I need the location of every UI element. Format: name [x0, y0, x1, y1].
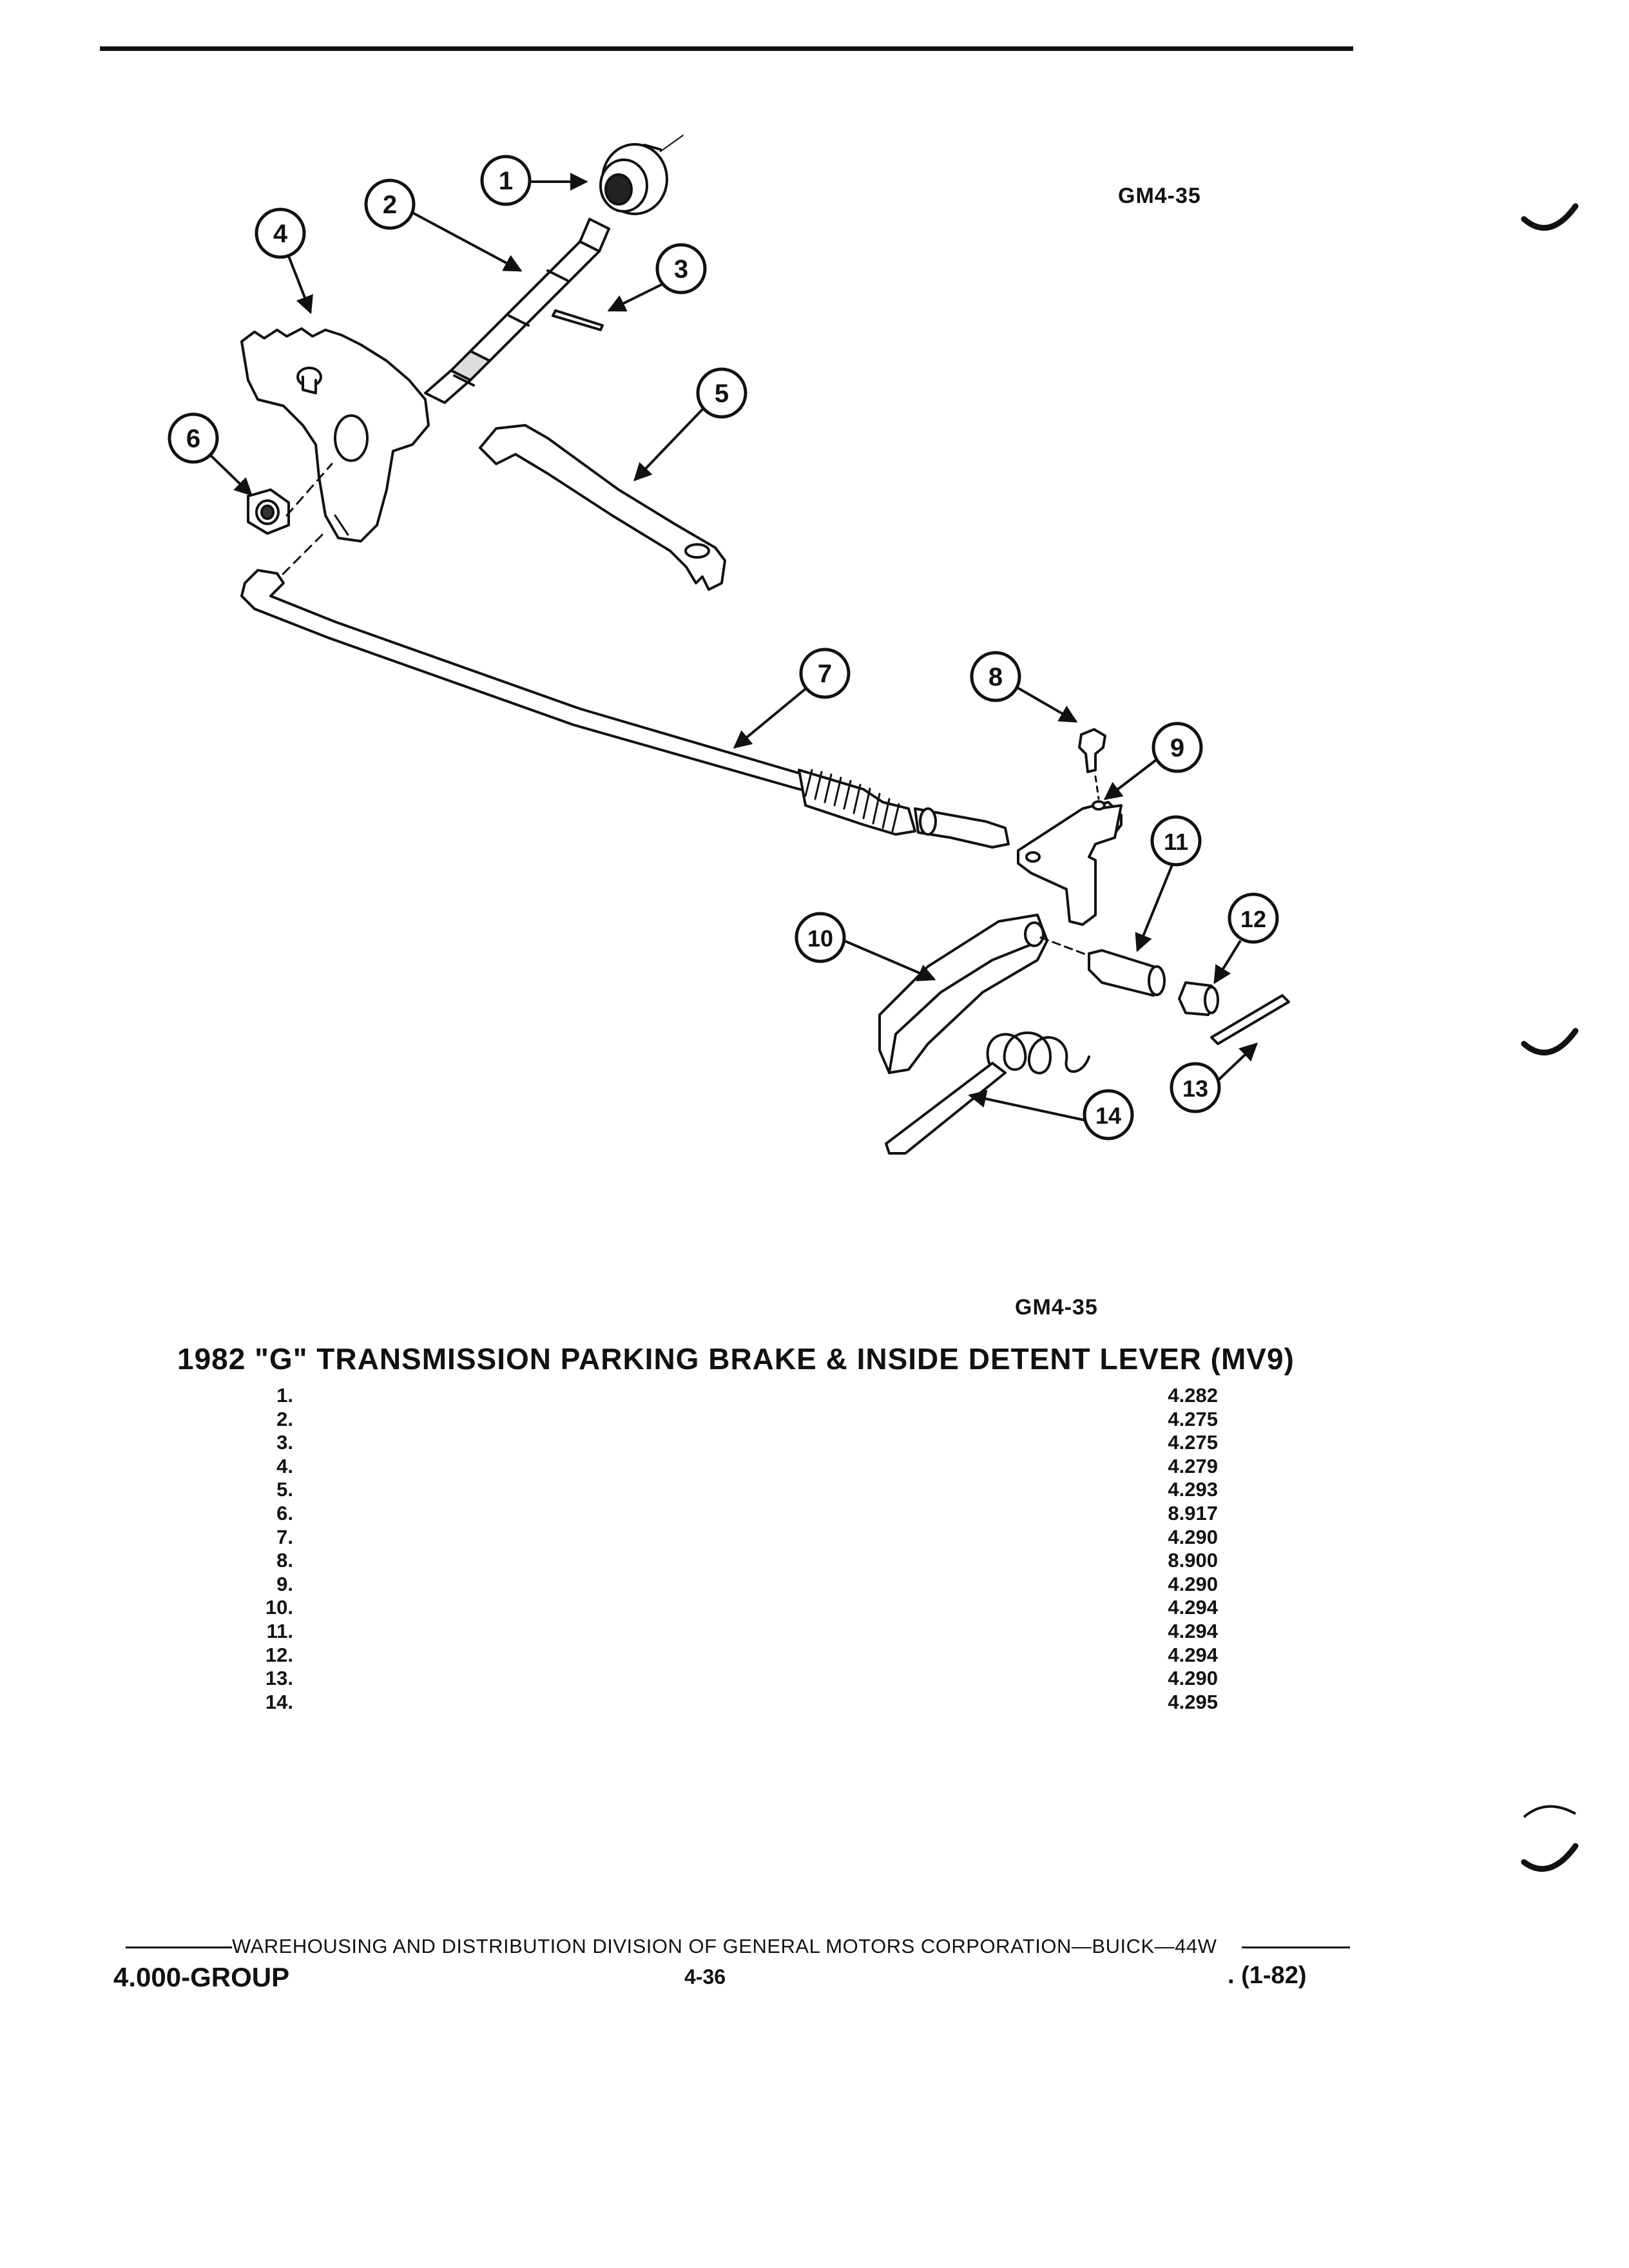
- footer-rule-left: [126, 1946, 232, 1948]
- part-number: 9.: [276, 1572, 293, 1595]
- part-code: 4.279: [1144, 1454, 1218, 1479]
- part-number: 2.: [276, 1407, 293, 1430]
- callout-3: 3: [674, 255, 688, 284]
- page-number: 4-36: [684, 1965, 726, 1988]
- figure-code-bottom: GM4-35: [1015, 1295, 1098, 1320]
- part-number: 4.: [276, 1454, 293, 1477]
- footer-rule-right: [1242, 1946, 1350, 1948]
- part-row: 11.SHAFT, Parking Brake Pawl, W/Plug....…: [238, 1619, 1218, 1644]
- part-row: 4.LEVER, Inside Detent, W/Spring........…: [238, 1454, 1218, 1479]
- margin-punch-mark: [1521, 1028, 1579, 1056]
- callout-1: 1: [499, 167, 513, 195]
- callout-6: 6: [186, 425, 200, 453]
- part-nut: [247, 488, 290, 535]
- margin-punch-mark: [1521, 203, 1579, 231]
- part-code: 4.282: [1144, 1384, 1218, 1408]
- part-row: 2.SHAFT, Manual.........................…: [238, 1407, 1218, 1432]
- part-code: 4.294: [1144, 1596, 1218, 1620]
- part-row: 13.PIN, Slotted Spring (.062 x 1.00)....…: [238, 1667, 1218, 1691]
- part-row: 14.SPRING, Parking Pawl Return..........…: [238, 1690, 1218, 1715]
- exploded-parts-diagram: 1 2 3 4 5 6 7 8 9 11 10 12 13 14: [168, 135, 1290, 1155]
- footer-date: . (1-82): [1228, 1962, 1307, 1989]
- callout-10: 10: [807, 925, 833, 952]
- part-row: 12.PLUG, Parking Pawl Shaft.............…: [238, 1643, 1218, 1667]
- part-code: 4.290: [1144, 1525, 1218, 1550]
- part-number: 5.: [276, 1478, 293, 1501]
- footer-division: WAREHOUSING AND DISTRIBUTION DIVISION OF…: [232, 1935, 1217, 1957]
- part-row: 1.SEAL, Manual Shaft....................…: [238, 1384, 1218, 1408]
- part-row: 10.PAWL, Parking Brake..................…: [238, 1596, 1218, 1620]
- part-row: 3.PIN, Manual Shaft to Case.............…: [238, 1431, 1218, 1455]
- part-number: 10.: [265, 1596, 293, 1619]
- part-code: 8.917: [1144, 1501, 1218, 1526]
- part-hex-bolt: [1078, 728, 1106, 773]
- page-title: 1982 "G" TRANSMISSION PARKING BRAKE & IN…: [177, 1342, 1295, 1376]
- figure-code-top: GM4-35: [1118, 184, 1201, 208]
- part-row: 5.ROLLER, Manual Detent, W/Springs......…: [238, 1478, 1218, 1502]
- callout-7: 7: [818, 660, 832, 688]
- part-seal: [599, 135, 684, 215]
- part-number: 6.: [276, 1501, 293, 1524]
- part-pawl-shaft: [1088, 949, 1166, 997]
- part-code: 4.295: [1144, 1690, 1218, 1715]
- part-number: 13.: [265, 1667, 293, 1690]
- callout-12: 12: [1240, 906, 1266, 932]
- part-number: 12.: [265, 1643, 293, 1666]
- callout-14: 14: [1095, 1102, 1121, 1129]
- part-code: 8.900: [1144, 1549, 1218, 1573]
- part-pin-manual-shaft: [552, 309, 604, 331]
- parts-list: 1.SEAL, Manual Shaft....................…: [238, 1384, 1218, 1715]
- callout-5: 5: [715, 380, 729, 408]
- callout-2: 2: [383, 191, 397, 219]
- part-row: 7.ACTUATOR, Parking Brake...............…: [238, 1525, 1218, 1550]
- callout-13: 13: [1182, 1075, 1208, 1102]
- part-code: 4.290: [1144, 1667, 1218, 1691]
- part-return-spring: [885, 1031, 1090, 1155]
- part-code: 4.294: [1144, 1643, 1218, 1667]
- margin-punch-mark: [1521, 1805, 1579, 1872]
- part-code: 4.275: [1144, 1431, 1218, 1455]
- footer-group: 4.000-GROUP: [113, 1962, 290, 1992]
- callout-4: 4: [273, 220, 288, 248]
- part-row: 9.BRACKET, Parking Brake................…: [238, 1572, 1218, 1597]
- part-code: 4.290: [1144, 1572, 1218, 1597]
- part-bracket: [1017, 800, 1123, 926]
- part-number: 11.: [266, 1619, 293, 1642]
- part-code: 4.293: [1144, 1478, 1218, 1502]
- part-number: 7.: [276, 1525, 293, 1548]
- callout-11: 11: [1164, 829, 1188, 855]
- part-number: 1.: [276, 1384, 293, 1407]
- callout-9: 9: [1170, 734, 1184, 762]
- part-number: 14.: [265, 1690, 293, 1713]
- part-plug: [1178, 981, 1219, 1016]
- part-pawl: [878, 914, 1048, 1074]
- part-number: 8.: [276, 1549, 293, 1572]
- top-rule: [100, 46, 1353, 51]
- part-slotted-pin: [1210, 994, 1290, 1045]
- part-code: 4.294: [1144, 1619, 1218, 1644]
- part-number: 3.: [276, 1431, 293, 1454]
- part-roller-detent: [479, 424, 726, 591]
- part-row: 8.BOLT, Hex.............................…: [238, 1549, 1218, 1573]
- part-manual-shaft: [424, 218, 610, 404]
- part-actuator: [240, 569, 1010, 849]
- callout-8: 8: [988, 663, 1003, 691]
- part-inside-detent-lever: [240, 327, 430, 543]
- part-code: 4.275: [1144, 1407, 1218, 1432]
- part-row: 6.NUT, Shaft to Lever...................…: [238, 1501, 1218, 1526]
